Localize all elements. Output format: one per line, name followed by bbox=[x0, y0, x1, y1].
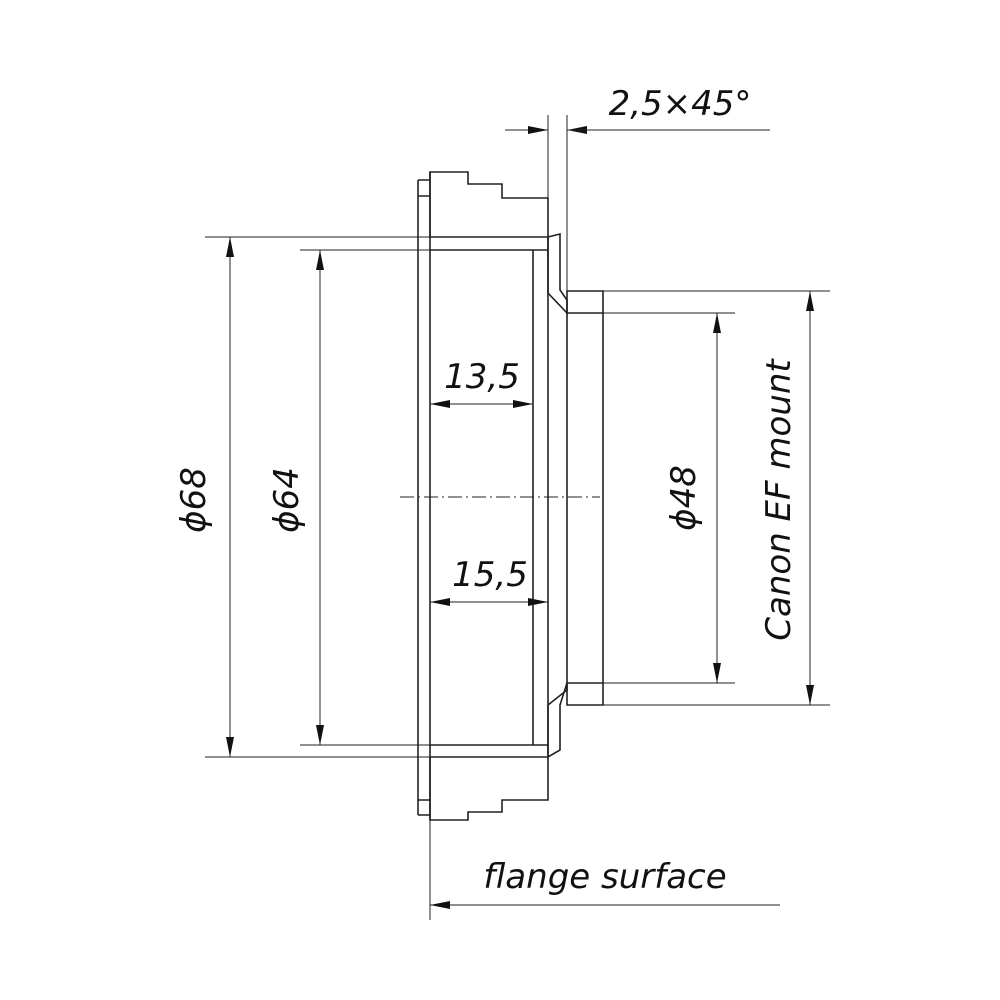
chamfer-text: 2,5×45° bbox=[609, 84, 752, 124]
dim-d68: ϕ68 bbox=[174, 236, 430, 758]
dim-d64: ϕ64 bbox=[267, 249, 430, 746]
dim-13-5: 13,5 bbox=[430, 357, 533, 408]
flange-surface-callout: flange surface bbox=[429, 820, 780, 920]
part-section-top bbox=[417, 171, 604, 815]
dim-chamfer: 2,5×45° bbox=[505, 84, 770, 291]
dim-canon-ef-mount: Canon EF mount bbox=[759, 291, 814, 705]
dim-15-5-text: 15,5 bbox=[452, 555, 528, 595]
part-section-bottom bbox=[418, 682, 604, 821]
dim-d48-text: ϕ48 bbox=[664, 465, 704, 531]
dim-d48: ϕ48 bbox=[664, 313, 721, 683]
dim-d64-text: ϕ64 bbox=[267, 467, 307, 533]
dim-d68-text: ϕ68 bbox=[174, 467, 214, 533]
dim-15-5: 15,5 bbox=[430, 555, 548, 606]
part-outlines bbox=[400, 172, 830, 820]
mount-text: Canon EF mount bbox=[759, 358, 799, 641]
dim-13-5-text: 13,5 bbox=[444, 357, 520, 397]
flange-text: flange surface bbox=[483, 857, 726, 897]
